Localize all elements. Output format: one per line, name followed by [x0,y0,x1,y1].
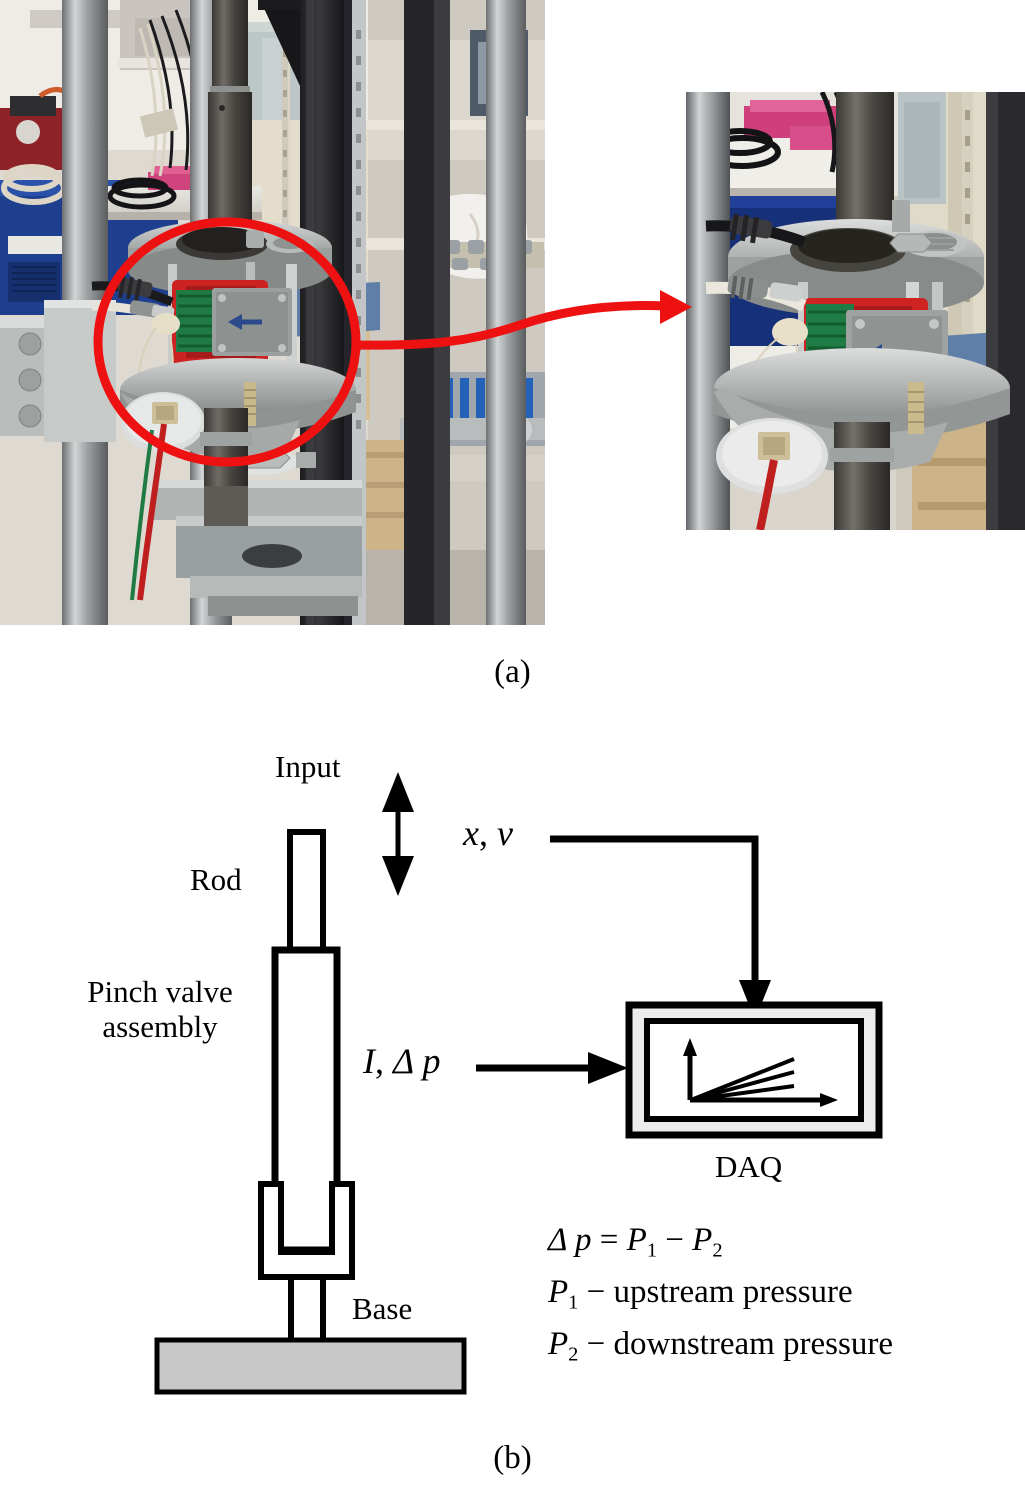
label-input: Input [275,749,341,784]
label-pinch-valve-assembly: Pinch valve assembly [40,974,280,1044]
label-rod: Rod [190,862,242,897]
assembly-line-2: assembly [102,1008,218,1044]
daq-box [625,1001,883,1139]
signal-xv-separator: , [478,813,488,853]
photo-pinch-valve-closeup [686,92,1025,530]
def-p1-symbol: P [548,1274,569,1311]
def-p2-sub: 2 [568,1344,579,1367]
eq-equals: = [599,1222,619,1258]
label-base: Base [352,1291,413,1326]
panel-b-caption: (b) [493,1440,532,1476]
valve-body-shape [271,946,341,1254]
equation-delta-p: Δ p = P1 − P2 [548,1215,893,1267]
signal-label-xv: x, v [463,813,513,853]
panel-a-caption: (a) [494,654,531,690]
equations-block: Δ p = P1 − P2 P1 − upstream pressure P2 … [548,1215,893,1372]
eq-minus: − [665,1222,684,1258]
diagram-svg [154,772,883,1395]
signal-x: x [463,813,479,853]
eq-lhs: Δ p [548,1222,592,1258]
assembly-line-1: Pinch valve [87,974,233,1009]
signal-line-xv [550,835,771,1020]
signal-v: v [496,813,513,853]
photo-testing-machine [0,0,545,625]
eq-p1: P [626,1222,647,1258]
def-p1-sub: 1 [568,1291,579,1314]
photo-main-svg [0,0,545,625]
photo-inset-svg [686,92,1025,530]
flow-arrow-icon [228,314,262,330]
label-daq: DAQ [715,1149,783,1184]
eq-p2-sub: 2 [712,1239,723,1262]
sensor-cables [705,213,808,441]
panel-b-diagram: Input Rod Pinch valve assembly Base DAQ … [0,700,1025,1460]
def-p1-text: − upstream pressure [586,1274,853,1311]
daq-plot-icon [683,1038,838,1107]
signal-line-idp [476,1052,628,1084]
equation-p1-definition: P1 − upstream pressure [548,1267,893,1319]
signal-idp-separator: , [375,1041,384,1081]
input-double-arrow-icon [382,772,414,896]
signal-delta-p: Δ p [393,1041,441,1081]
base-plate-shape [154,1337,467,1395]
rod-shape [287,829,326,955]
signal-i: I [363,1041,375,1081]
eq-p2: P [692,1222,713,1258]
equation-p2-definition: P2 − downstream pressure [548,1319,893,1371]
eq-p1-sub: 1 [646,1239,658,1262]
signal-label-idp: I, Δ p [363,1041,440,1081]
def-p2-symbol: P [548,1326,569,1363]
def-p2-text: − downstream pressure [586,1326,894,1363]
